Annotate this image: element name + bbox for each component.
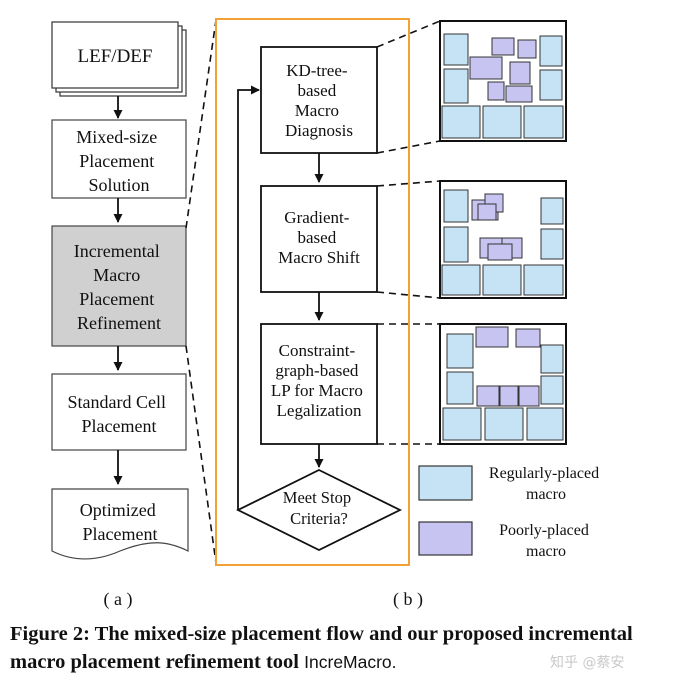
placement-snapshot-diagnosis	[439, 20, 567, 142]
macro-regular	[526, 407, 564, 441]
legend-swatch-poor	[418, 521, 473, 556]
macro-regular	[443, 68, 469, 104]
loop-back-arrow	[237, 85, 260, 510]
panel-a-label: ( a )	[104, 589, 133, 610]
legend: Regularly-placed macro Poorly-placed mac…	[418, 465, 603, 560]
macro-regular	[540, 344, 564, 374]
kd-tree-diagnosis-label: KD-tree- based Macro Diagnosis	[285, 61, 353, 140]
placement-snapshot-legalization	[439, 323, 567, 445]
macro-poor	[505, 85, 533, 103]
macro-regular	[443, 226, 469, 263]
figure-caption: Figure 2: The mixed-size placement flow …	[10, 620, 670, 676]
macro-regular	[539, 35, 563, 67]
macro-poor	[499, 385, 519, 407]
macro-poor	[476, 385, 500, 407]
macro-poor	[509, 61, 531, 85]
input-files-label: LEF/DEF	[78, 46, 153, 67]
leader-diagnosis-bottom	[376, 140, 441, 154]
macro-refinement-label: Incremental Macro Placement Refinement	[74, 241, 164, 333]
watermark: 知乎 @蔡安	[550, 655, 625, 671]
macro-poor	[475, 326, 509, 348]
placement-solution-label: Mixed-size Placement Solution	[76, 127, 161, 195]
input-files-node: LEF/DEF	[51, 21, 187, 97]
leader-shift-top	[376, 180, 441, 187]
standard-cell-node: Standard Cell Placement	[51, 373, 187, 451]
gradient-shift-label: Gradient- based Macro Shift	[278, 208, 360, 267]
kd-tree-diagnosis-node: KD-tree- based Macro Diagnosis	[260, 46, 378, 154]
macro-regular	[442, 407, 482, 441]
macro-regular	[523, 105, 564, 139]
macro-poor	[487, 81, 505, 101]
lp-legalization-node: Constraint- graph-based LP for Macro Leg…	[260, 323, 378, 445]
stop-criteria-label: Meet Stop Criteria?	[283, 488, 355, 528]
macro-regular	[539, 69, 563, 101]
caption-text: Figure 2: The mixed-size placement flow …	[10, 623, 633, 673]
placement-snapshot-shift	[439, 180, 567, 299]
macro-poor	[477, 203, 497, 221]
standard-cell-label: Standard Cell Placement	[68, 392, 171, 436]
legend-swatch-regular	[418, 465, 473, 501]
macro-regular	[540, 375, 564, 405]
leader-shift-bottom	[376, 291, 441, 299]
refinement-frame	[215, 18, 410, 566]
macro-poor	[518, 385, 540, 407]
zoom-line-top	[185, 19, 217, 229]
macro-regular	[446, 333, 474, 369]
macro-regular	[540, 228, 564, 260]
macro-poor	[469, 56, 503, 80]
macro-regular	[482, 264, 522, 296]
macro-regular	[441, 105, 481, 139]
flow-diagram: LEF/DEF Mixed-size Placement Solution In…	[51, 18, 603, 610]
caption-tool-name: IncreMacro.	[304, 652, 397, 672]
macro-regular	[443, 189, 469, 223]
macro-poor	[517, 39, 537, 59]
legend-label-poor: Poorly-placed macro	[499, 522, 593, 560]
macro-regular	[482, 105, 522, 139]
macro-poor	[487, 243, 513, 261]
macro-regular	[446, 371, 474, 405]
macro-regular	[441, 264, 481, 296]
legend-label-regular: Regularly-placed macro	[489, 465, 603, 503]
macro-regular	[540, 197, 564, 225]
macro-regular	[523, 264, 564, 296]
macro-refinement-node: Incremental Macro Placement Refinement	[51, 225, 187, 347]
macro-poor	[491, 37, 515, 56]
gradient-shift-node: Gradient- based Macro Shift	[260, 185, 378, 293]
stop-criteria-decision: Meet Stop Criteria?	[235, 468, 403, 552]
macro-regular	[443, 33, 469, 66]
panel-b-label: ( b )	[393, 589, 423, 610]
zoom-line-bottom	[185, 345, 217, 564]
macro-poor	[515, 328, 541, 348]
placement-solution-node: Mixed-size Placement Solution	[51, 119, 187, 199]
macro-regular	[484, 407, 524, 441]
lp-legalization-label: Constraint- graph-based LP for Macro Leg…	[271, 341, 367, 420]
optimized-placement-node: Optimized Placement	[51, 488, 189, 560]
optimized-placement-label: Optimized Placement	[80, 500, 160, 544]
